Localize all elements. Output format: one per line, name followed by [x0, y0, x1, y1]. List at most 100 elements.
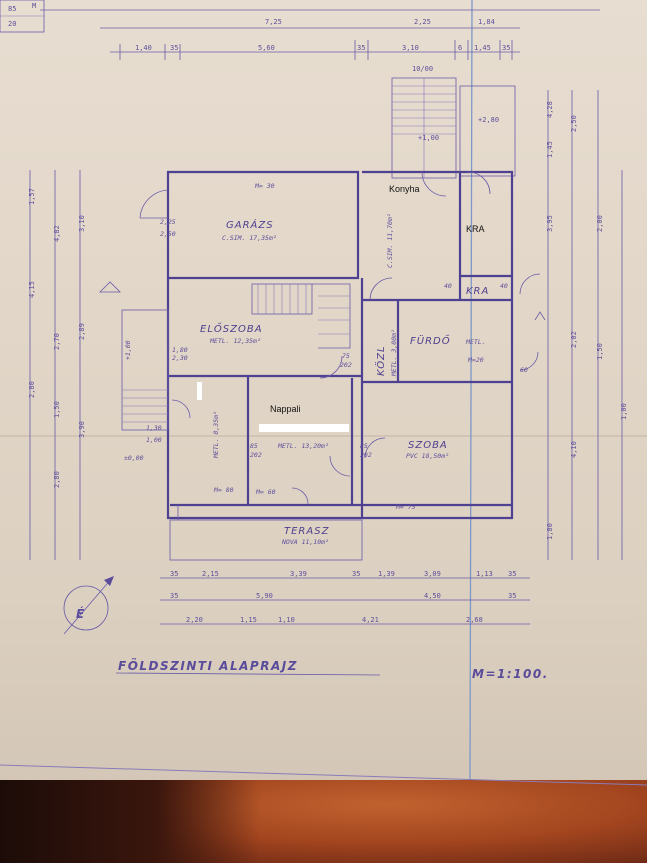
bottom-dim-17: 2,68 — [466, 616, 483, 624]
top-dim-4: 1,40 — [135, 44, 152, 52]
right-dim-8: 4,10 — [570, 441, 578, 458]
left-dim-7: 1,50 — [53, 401, 61, 418]
whiteout-patch-2 — [197, 382, 202, 400]
label-202c: 202 — [340, 361, 352, 369]
left-room-sub: METL. 8,35m² — [212, 411, 220, 459]
top-dim-2: 2,25 — [414, 18, 431, 26]
top-dim-7: 35 — [357, 44, 365, 52]
top-dim-8: 3,10 — [402, 44, 419, 52]
bottom-dim-7: 1,13 — [476, 570, 493, 578]
right-dim-9: 1,80 — [546, 523, 554, 540]
bottom-dim-8: 35 — [508, 570, 516, 578]
bottom-dim-12: 35 — [508, 592, 516, 600]
bottom-dim-10: 5,90 — [256, 592, 273, 600]
label-250: 2,50 — [160, 230, 176, 238]
top-dim-1: 7,25 — [265, 18, 282, 26]
konyha-sub: C.SIM. 11,70m² — [386, 213, 394, 268]
label-230: 2,30 — [172, 354, 188, 362]
label-m20: M=20 — [467, 356, 484, 364]
right-dim-7: 1,50 — [596, 343, 604, 360]
building-walls — [166, 170, 514, 561]
left-dim-3: 4,82 — [53, 225, 61, 242]
nappali-sub: METL. 13,20m² — [277, 442, 329, 450]
bottom-border-line — [0, 764, 647, 786]
stair-level: +1,00 — [418, 134, 439, 142]
bottom-dim-3: 3,39 — [290, 570, 307, 578]
bottom-dim-9: 35 — [170, 592, 178, 600]
interior-stair — [251, 283, 351, 349]
bottom-dimension-lines: 35 2,15 3,39 35 1,39 3,09 1,13 35 35 5,9… — [160, 570, 530, 625]
top-dim-5: 35 — [170, 44, 178, 52]
label-130: 1,30 — [146, 424, 162, 432]
left-dim-2: 4,15 — [28, 281, 36, 298]
room-terasz-sub: NOVA 11,10m² — [281, 538, 329, 546]
right-dim-1: 4,28 — [546, 101, 554, 118]
exterior-stairs: 10/00 +1,00 +2,80 — [391, 65, 516, 179]
room-terasz: TERASZ — [284, 526, 330, 537]
annotation-konyha: Konyha — [389, 184, 420, 194]
label-zero: ±0,00 — [124, 454, 144, 462]
right-dim-3: 1,45 — [546, 141, 554, 158]
bottom-dim-4: 35 — [352, 570, 360, 578]
right-dim-6: 2,02 — [570, 331, 578, 348]
garazs-door-m: M= 30 — [254, 182, 275, 190]
table-shadow — [0, 780, 260, 863]
label-60: 60 — [520, 366, 528, 374]
room-furdo-sub: METL. — [465, 338, 486, 346]
room-garazs: GARÁZS — [226, 218, 274, 231]
label-85a: 85 — [250, 442, 258, 450]
label-75: 75 — [342, 352, 350, 360]
room-furdo: FÜRDŐ — [410, 333, 451, 347]
left-dim-4: 3,10 — [78, 215, 86, 232]
room-eloszoba: ELŐSZOBA — [200, 321, 263, 335]
label-m80a: M= 80 — [213, 486, 234, 494]
stair-top-label: 10/00 — [412, 65, 433, 73]
door-swings — [139, 171, 541, 505]
plan-scale: M=1:100. — [472, 667, 549, 681]
label-40a: 40 — [444, 282, 452, 290]
corner-m: M — [32, 2, 36, 10]
north-arrow-icon: É — [63, 576, 114, 635]
top-dim-11: 35 — [502, 44, 510, 52]
annotation-nappali: Nappali — [270, 404, 301, 414]
left-dim-5: 2,89 — [78, 323, 86, 340]
right-dim-2: 2,50 — [570, 115, 578, 132]
left-dim-6: 2,70 — [53, 333, 61, 350]
top-dimension-lines: 7,25 2,25 1,84 1,40 35 5,60 35 3,10 6 1,… — [40, 9, 600, 60]
room-szoba: SZOBA — [408, 440, 448, 451]
label-202a: 202 — [250, 451, 262, 459]
corner-b: 20 — [8, 20, 16, 28]
bottom-dim-16: 4,21 — [362, 616, 379, 624]
bottom-dim-11: 4,50 — [424, 592, 441, 600]
top-dim-3: 1,84 — [478, 18, 495, 26]
blue-fold-line — [469, 0, 473, 781]
left-dim-8: 2,80 — [28, 381, 36, 398]
annotation-kra: KRA — [466, 224, 485, 234]
bottom-dim-13: 2,20 — [186, 616, 203, 624]
right-dim-10: 1,00 — [620, 403, 628, 420]
left-dimension-lines: 1,57 4,15 4,82 3,10 2,89 2,70 1,50 2,80 … — [28, 170, 86, 560]
left-dim-1: 1,57 — [28, 188, 36, 205]
left-dim-9: 3,90 — [78, 421, 86, 438]
room-eloszoba-sub: METL. 12,35m² — [209, 337, 261, 345]
label-85b: 85 — [360, 442, 368, 450]
label-225: 2,25 — [160, 218, 176, 226]
label-m75: M= 75 — [395, 503, 416, 511]
corner-box: 85 20 M — [0, 0, 45, 33]
room-kozl-sub: METL. 3,00m² — [390, 329, 398, 377]
top-dim-9: 6 — [458, 44, 462, 52]
room-garazs-sub: C.SIM. 17,35m² — [222, 234, 277, 242]
room-kra-drawn: KRA — [466, 286, 489, 297]
bottom-dim-6: 3,09 — [424, 570, 441, 578]
bottom-dim-1: 35 — [170, 570, 178, 578]
label-202b: 202 — [360, 451, 372, 459]
blueprint-paper — [0, 0, 647, 790]
bottom-dim-2: 2,15 — [202, 570, 219, 578]
north-mark: É — [76, 606, 86, 621]
whiteout-patch — [259, 424, 349, 432]
side-entrance-stair — [99, 281, 546, 431]
room-kozl: KÖZL — [374, 345, 387, 376]
stair-level-2: +2,80 — [478, 116, 499, 124]
right-dim-5: 2,00 — [596, 215, 604, 232]
top-dim-6: 5,60 — [258, 44, 275, 52]
